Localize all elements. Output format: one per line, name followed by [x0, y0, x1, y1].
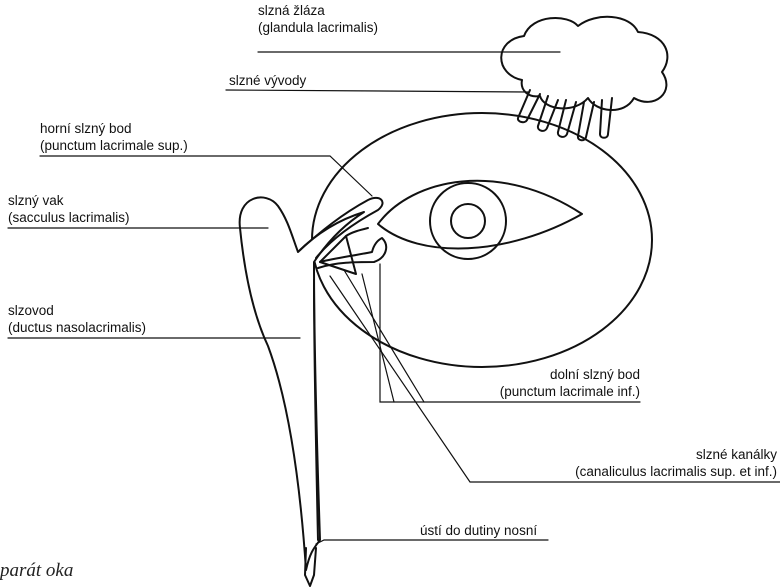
label-lower-punctum-cz: dolní slzný bod — [500, 366, 640, 383]
label-nasal-opening: ústí do dutiny nosní — [420, 522, 537, 539]
label-upper-punctum-lat: (punctum lacrimale sup.) — [40, 137, 188, 154]
label-upper-punctum-cz: horní slzný bod — [40, 120, 188, 137]
leader-nasal-opening — [316, 540, 548, 544]
punctum-inner — [346, 228, 368, 236]
label-excretory-ducts: slzné vývody — [229, 72, 306, 89]
lacrimal-sac-duct — [240, 197, 364, 570]
label-nasolacrimal-duct: slzovod (ductus nasolacrimalis) — [8, 302, 146, 336]
label-lacrimal-gland: slzná žláza (glandula lacrimalis) — [258, 2, 378, 36]
label-canaliculi-cz: slzné kanálky — [575, 446, 777, 463]
label-upper-punctum: horní slzný bod (punctum lacrimale sup.) — [40, 120, 188, 154]
excretory-duct — [578, 102, 594, 140]
label-lacrimal-sac-lat: (sacculus lacrimalis) — [8, 209, 130, 226]
label-excretory-ducts-cz: slzné vývody — [229, 72, 306, 89]
leader-canaliculi-3 — [362, 274, 394, 402]
label-lacrimal-gland-lat: (glandula lacrimalis) — [258, 19, 378, 36]
leader-ducts — [226, 90, 528, 92]
lacrimal-gland — [501, 17, 667, 110]
label-nasolacrimal-duct-lat: (ductus nasolacrimalis) — [8, 319, 146, 336]
label-lacrimal-gland-cz: slzná žláza — [258, 2, 378, 19]
label-lacrimal-sac: slzný vak (sacculus lacrimalis) — [8, 192, 130, 226]
label-nasal-opening-cz: ústí do dutiny nosní — [420, 522, 537, 539]
label-nasolacrimal-duct-cz: slzovod — [8, 302, 146, 319]
leader-upper-punctum — [40, 156, 372, 196]
pupil — [451, 204, 485, 238]
eye-almond — [378, 181, 582, 249]
eyeball-outline — [312, 113, 652, 367]
label-lower-punctum-lat: (punctum lacrimale inf.) — [500, 383, 640, 400]
figure-caption: parát oka — [0, 560, 73, 582]
label-lower-punctum: dolní slzný bod (punctum lacrimale inf.) — [500, 366, 640, 400]
leader-canaliculi-1 — [344, 270, 424, 402]
label-lacrimal-sac-cz: slzný vak — [8, 192, 130, 209]
label-canaliculi-lat: (canaliculus lacrimalis sup. et inf.) — [575, 463, 777, 480]
label-canaliculi: slzné kanálky (canaliculus lacrimalis su… — [575, 446, 777, 480]
